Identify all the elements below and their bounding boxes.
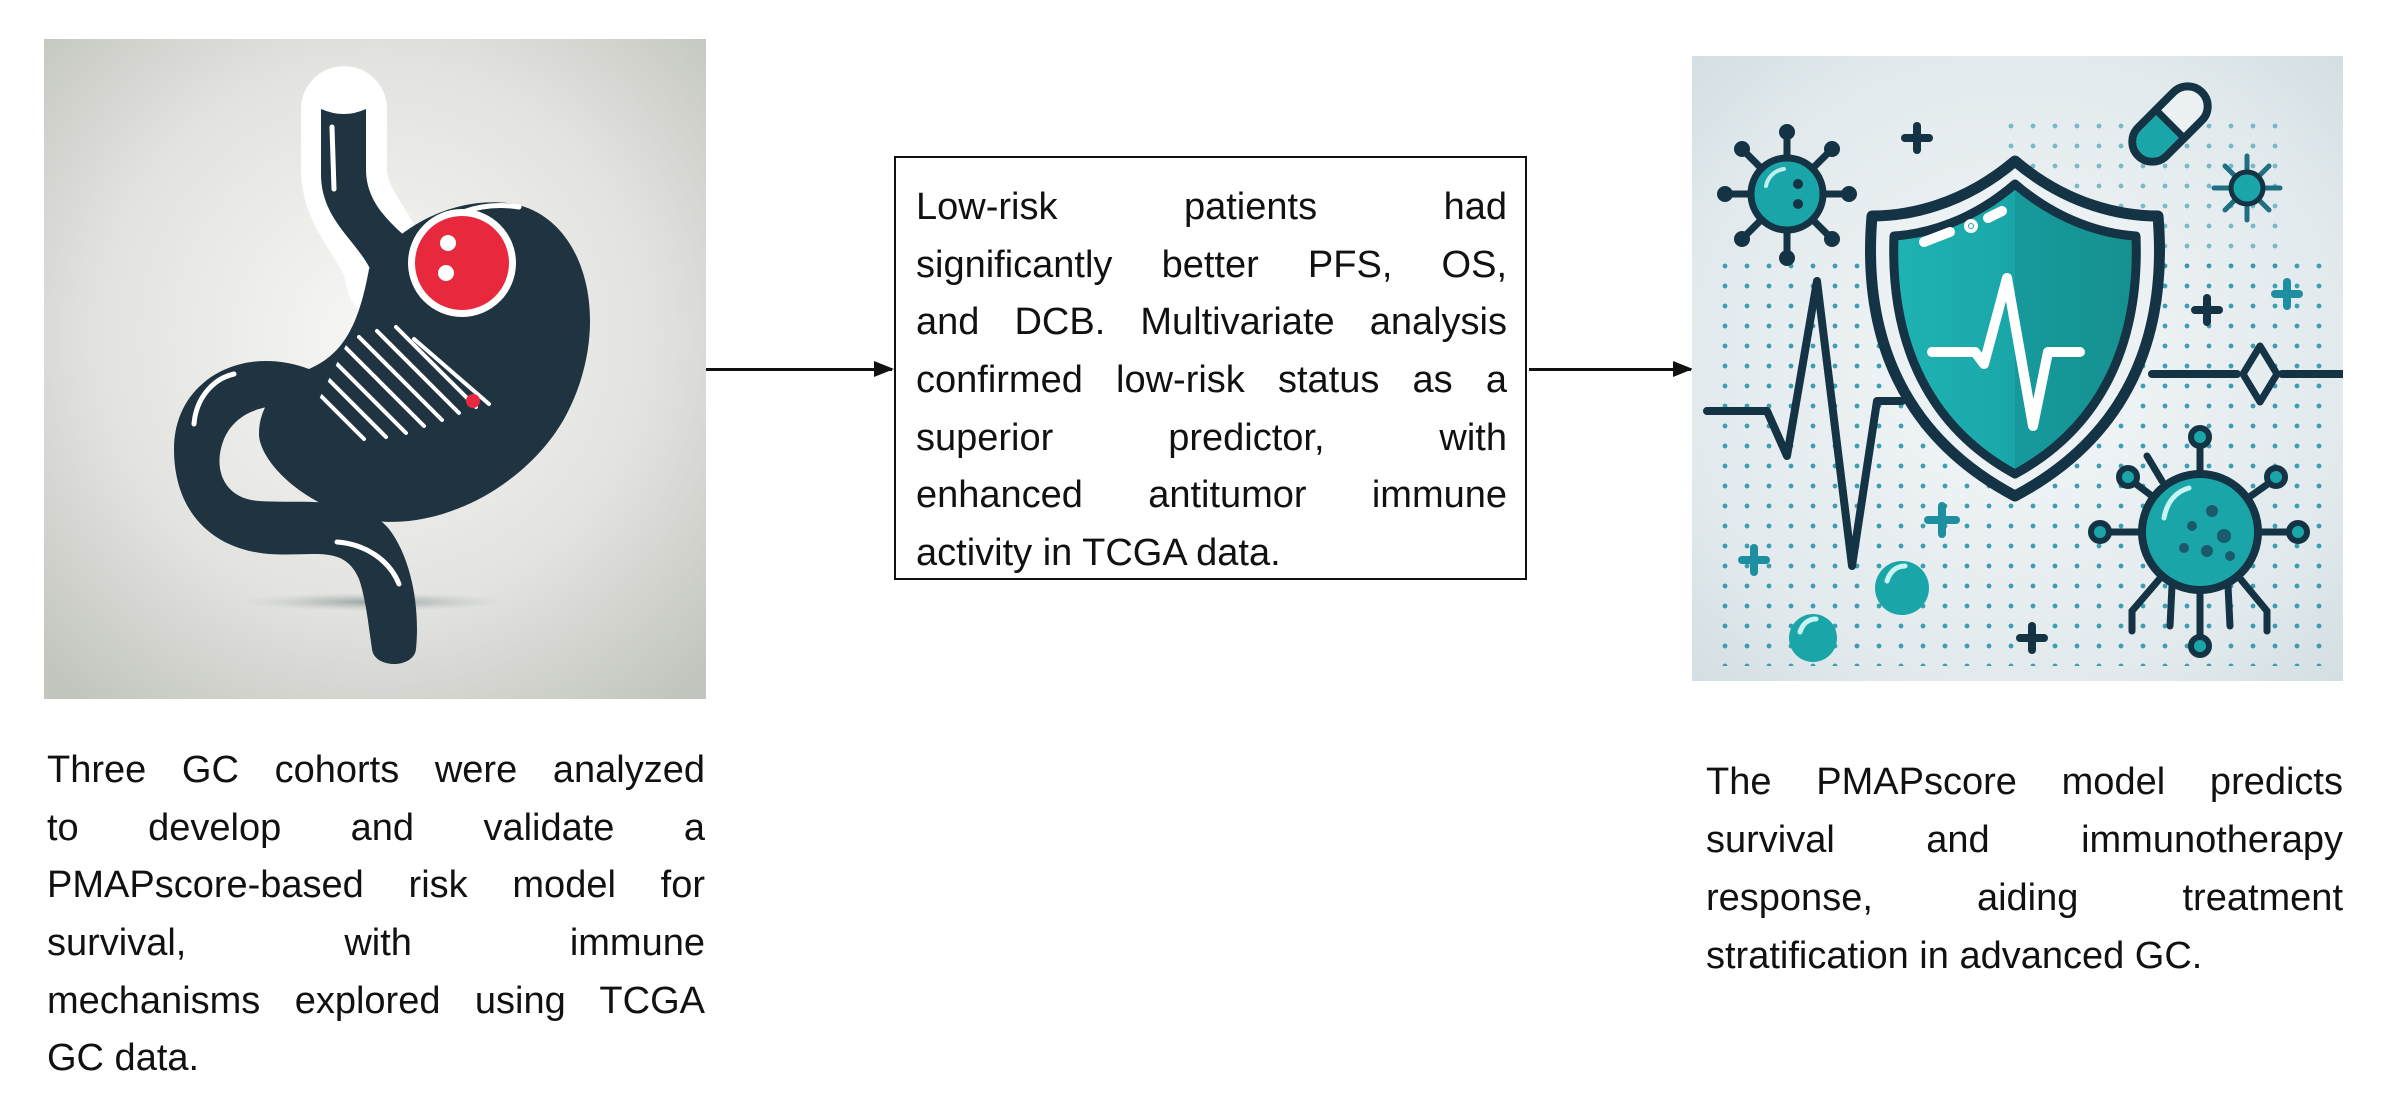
results-line: and DCB. Multivariate analysis [916,301,1507,344]
left-caption-line: survival, with immune [47,922,705,965]
results-line: Low-risk patients had [916,186,1507,228]
immune-shield-illustration [1692,56,2343,681]
shield-heartbeat-immune-icon [1692,56,2343,681]
arrow-center-to-right [1529,361,1693,377]
left-caption-line: Three GC cohorts were analyzed [47,749,705,791]
results-box: Low-risk patients had significantly bett… [894,156,1527,580]
right-caption-line: response, aiding treatment [1706,877,2343,919]
arrowhead-icon [874,361,894,377]
left-caption-line: to develop and validate a [47,806,705,849]
stomach-tumor-icon [44,39,706,699]
results-line: activity in TCGA data. [916,532,1281,575]
stomach-illustration [44,39,706,699]
right-caption-line: stratification in advanced GC. [1706,935,2203,977]
results-line: confirmed low-risk status as a [916,359,1507,402]
left-caption-line: PMAPscore-based risk model for [47,864,705,907]
results-line: enhanced antitumor immune [916,474,1507,517]
arrowhead-icon [1673,361,1693,377]
results-text: Low-risk patients had significantly bett… [916,179,1507,583]
results-line: superior predictor, with [916,416,1507,459]
right-caption-line: survival and immunotherapy [1706,819,2343,861]
results-line: significantly better PFS, OS, [916,243,1507,286]
right-caption-line: The PMAPscore model predicts [1706,761,2343,803]
left-caption-line: mechanisms explored using TCGA [47,979,705,1022]
right-caption: The PMAPscore model predicts survival an… [1706,753,2343,985]
arrow-left-to-center [706,361,894,377]
left-caption: Three GC cohorts were analyzed to develo… [47,742,705,1088]
left-caption-line: GC data. [47,1037,200,1080]
